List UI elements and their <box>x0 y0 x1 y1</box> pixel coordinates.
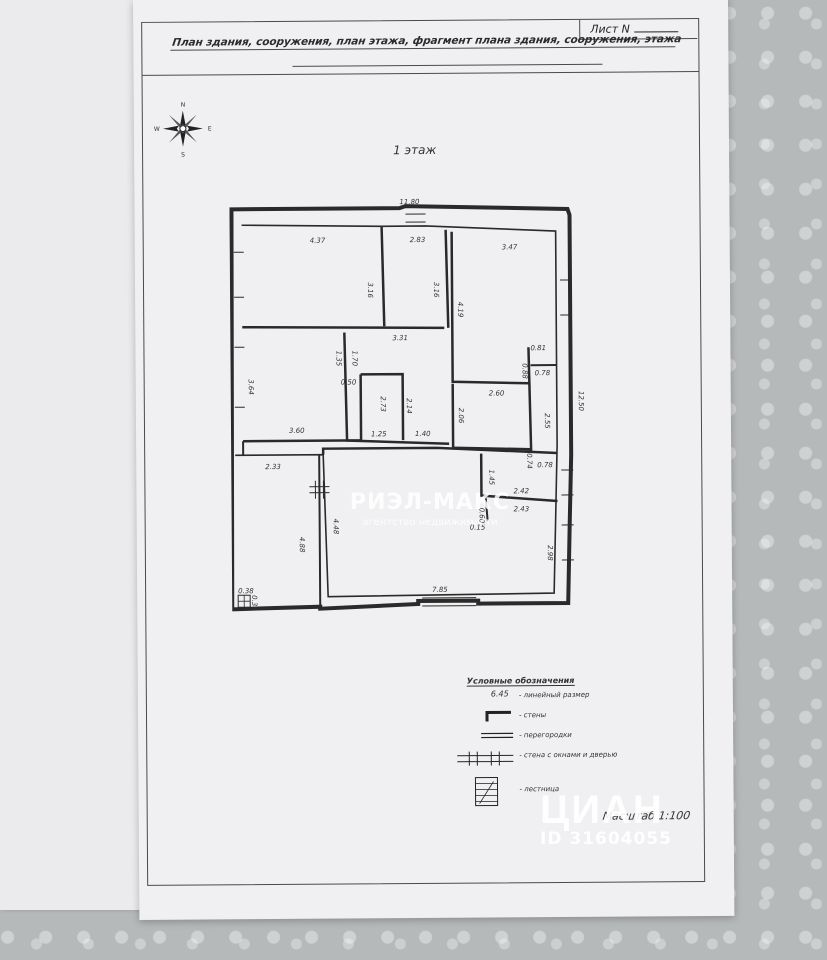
dim-corner-b: 0.38 <box>250 595 258 611</box>
dim-r2-h: 3.16 <box>432 282 440 298</box>
dim-total-top: 11.80 <box>399 198 420 206</box>
floor-label: 1 этаж <box>393 142 437 158</box>
dim-r1-h: 3.16 <box>366 282 374 298</box>
cian-listing-id: ID 31604055 <box>540 829 672 849</box>
dim-r5-w: 2.60 <box>489 389 505 397</box>
dim-big-w: 7.85 <box>432 586 448 594</box>
dim-r8-w: 2.43 <box>514 505 530 513</box>
dim-r7-b: 0.74 <box>525 453 533 469</box>
drawing-frame: Лист N План здания, сооружения, план эта… <box>141 18 706 886</box>
window-wall-icon <box>457 751 514 766</box>
adjacent-page <box>0 0 150 910</box>
dim-r8-h: 2.98 <box>546 545 554 561</box>
dim-r6-w: 2.33 <box>265 463 281 471</box>
dim-corner-a: 0.38 <box>238 587 254 595</box>
dim-r6-h: 4.88 <box>298 537 306 553</box>
legend: Условные обозначения 6.45 - линейный раз… <box>455 668 617 808</box>
legend-row-walls: - стены <box>455 707 615 728</box>
dim-side-d: 2.55 <box>543 413 551 429</box>
dim-r7-c: 0.78 <box>537 461 553 469</box>
dim-hall-w: 1.40 <box>415 430 431 438</box>
legend-row-stairs: - лестница <box>455 773 615 808</box>
compass-east: E <box>208 125 212 132</box>
dim-r4-h: 3.64 <box>247 379 255 395</box>
dim-total-right: 12.50 <box>577 391 585 412</box>
compass-west: W <box>154 126 160 133</box>
agency-subtitle: агентство недвижимости <box>362 517 498 528</box>
dim-r7-w: 2.42 <box>513 487 529 495</box>
agency-name: РИЭЛ-МАКС <box>349 490 511 515</box>
dim-corr-w: 3.31 <box>392 334 408 342</box>
dim-big-h: 4.48 <box>332 519 340 535</box>
dim-r3-h: 4.19 <box>456 302 464 318</box>
dim-r4-w: 3.60 <box>289 427 305 435</box>
dim-wc-w: 1.25 <box>371 430 387 438</box>
document-sheet: Лист N План здания, сооружения, план эта… <box>133 0 735 920</box>
dim-corr-b: 1.70 <box>350 350 358 366</box>
dim-corr-c: 0.50 <box>341 378 357 386</box>
dim-side-a: 0.81 <box>530 344 546 352</box>
floor-plan: 11.80 4.37 3.16 2.83 3.16 3.47 4.19 3.64… <box>229 198 585 612</box>
dim-r1-w: 4.37 <box>310 237 326 245</box>
compass-south: S <box>181 152 185 159</box>
dim-wc-h: 2.73 <box>379 396 387 412</box>
dim-r8-b: 0.15 <box>470 524 486 532</box>
legend-row-dimension: 6.45 - линейный размер <box>490 689 590 700</box>
cian-logo-text: ЦИАН <box>540 788 664 832</box>
cian-watermark: ЦИАН ID 31604055 <box>540 788 740 849</box>
partitions-icon <box>481 732 514 739</box>
dim-r5-h: 2.06 <box>457 408 465 424</box>
legend-row-window-wall: - стена с окнами и дверью <box>455 747 617 774</box>
dim-r3-w: 3.47 <box>502 243 518 251</box>
agency-watermark: РИЭЛ-МАКС агентство недвижимости <box>320 490 540 528</box>
stairs-icon <box>474 776 499 807</box>
dim-r2-w: 2.83 <box>410 236 426 244</box>
dim-r8-a: 0.60 <box>478 508 486 524</box>
legend-row-partitions: - перегородки <box>455 727 615 748</box>
legend-title: Условные обозначения <box>466 675 575 687</box>
dim-side-b: 0.88 <box>521 363 529 379</box>
dim-r7-a: 1.45 <box>487 469 495 485</box>
dim-corr-a: 1.35 <box>334 351 342 367</box>
title-block: Лист N План здания, сооружения, план эта… <box>142 19 699 76</box>
dim-hall-h: 2.14 <box>405 398 413 414</box>
dim-side-c: 0.78 <box>535 369 551 377</box>
walls-icon <box>485 710 511 722</box>
compass-north: N <box>181 102 186 109</box>
compass-rose-icon: N E S W <box>154 102 212 159</box>
